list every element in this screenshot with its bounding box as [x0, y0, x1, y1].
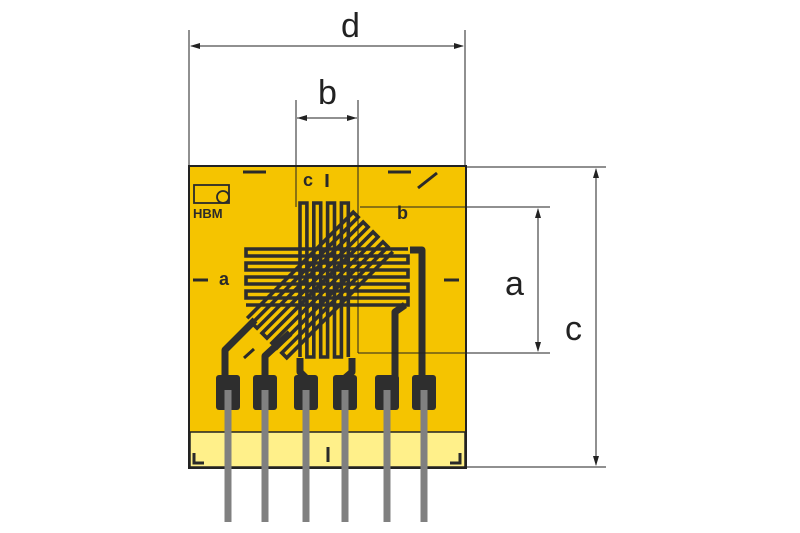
lead-wire — [261, 390, 269, 522]
lead-wire — [383, 390, 391, 522]
lead-wires-front — [224, 390, 428, 522]
lead-wire — [341, 390, 349, 522]
alignment-marks — [193, 170, 459, 360]
grid-label-c: c — [303, 170, 313, 190]
dimension-lines — [188, 30, 606, 468]
logo-text: HBM — [193, 206, 223, 221]
lead-wire — [224, 390, 232, 522]
dimension-label-a: a — [505, 265, 524, 303]
dimension-label-c: c — [565, 310, 582, 348]
grid-label-b: b — [397, 203, 408, 223]
lead-wire — [420, 390, 428, 522]
grid-b-diagonal — [245, 209, 395, 361]
dimension-label-b: b — [318, 74, 337, 112]
lead-wire — [302, 390, 310, 522]
hbm-logo: HBM — [193, 184, 230, 221]
dimension-label-d: d — [341, 7, 360, 45]
measuring-grids — [244, 201, 410, 361]
grid-label-a: a — [219, 269, 230, 289]
corner-marks — [192, 447, 462, 465]
